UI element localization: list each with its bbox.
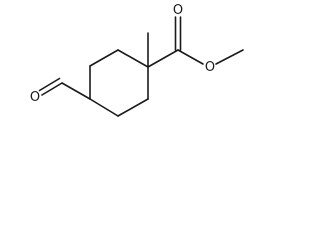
ester-carbon-bond xyxy=(147,49,179,68)
ester-c-o-bond xyxy=(177,49,204,65)
ester-oxygen-label: O xyxy=(205,60,215,75)
ester-carbonyl-oxygen-label: O xyxy=(173,3,183,18)
aldehyde-carbon-bond xyxy=(61,82,91,100)
ring-bond-c5-c6 xyxy=(117,98,149,117)
aldehyde-group: O xyxy=(30,77,91,105)
o-methyl-bond xyxy=(215,49,244,65)
cyclohexane-ring xyxy=(89,49,149,117)
ring-bond-c2-c3 xyxy=(89,49,119,67)
aldehyde-oxygen-label: O xyxy=(30,90,40,105)
methyl-ester-group: O O xyxy=(147,3,244,75)
structure-diagram: O O O xyxy=(30,3,244,117)
ring-bond-c4-c5 xyxy=(89,98,119,117)
ring-bond-c1-c2 xyxy=(117,49,149,68)
aldehyde-carbonyl-bond-a xyxy=(41,82,63,96)
aldehyde-carbonyl-bond-b xyxy=(38,77,61,92)
